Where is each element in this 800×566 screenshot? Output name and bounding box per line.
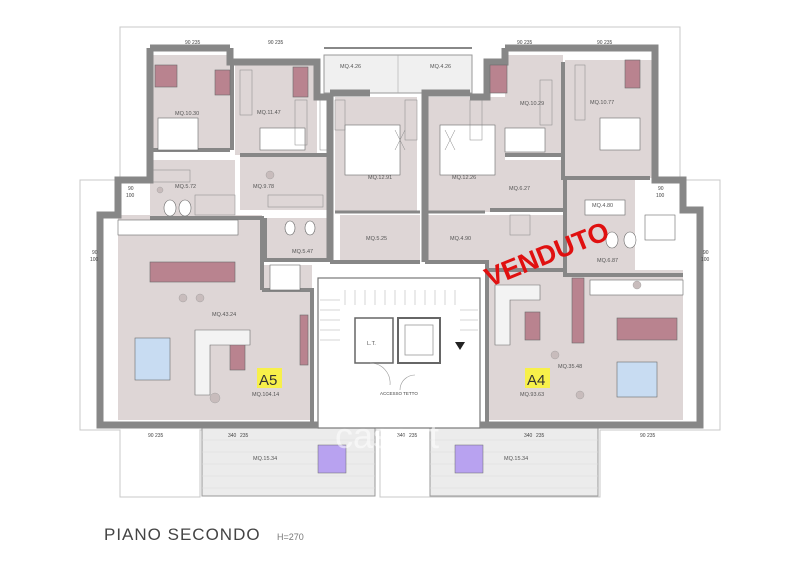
room-label-14: MQ.5.25: [366, 236, 387, 242]
room-label-17: MQ.43.24: [212, 312, 236, 318]
dim-top-3a: 90: [517, 40, 523, 46]
room-label-4: MQ.4.26: [430, 64, 451, 70]
dim-bottom-1a: 90: [148, 433, 154, 439]
floor-height-note: H=270: [277, 532, 304, 542]
apartment-a5-area: MQ.104.14: [252, 392, 279, 398]
dim-bottom-4b: 235: [536, 433, 545, 439]
dim-right-1b: 100: [656, 193, 665, 199]
dim-left-2a: 90: [92, 250, 98, 256]
room-label-3: MQ.4.26: [340, 64, 361, 70]
apartment-a4-area: MQ.93.63: [520, 392, 544, 398]
room-label-8: MQ.9.78: [253, 184, 274, 190]
room-label-10: MQ.12.26: [452, 175, 476, 181]
room-label-9: MQ.12.91: [368, 175, 392, 181]
dim-bottom-5b: 235: [647, 433, 656, 439]
dim-right-2a: 90: [703, 250, 709, 256]
room-label-1: MQ.10.30: [175, 111, 199, 117]
dim-left-2b: 100: [90, 257, 99, 263]
dim-right-2b: 100: [701, 257, 710, 263]
dim-top-1b: 235: [192, 40, 201, 46]
roof-access-label: ACCESSO TETTO: [380, 391, 418, 396]
dim-bottom-3b: 235: [409, 433, 418, 439]
dim-top-3b: 235: [524, 40, 533, 46]
room-label-18: MQ.35.48: [558, 364, 582, 370]
room-label-13: MQ.5.47: [292, 249, 313, 255]
dim-top-4a: 90: [597, 40, 603, 46]
apartment-a4-label: A4: [527, 372, 545, 389]
roof-outline: [79, 26, 721, 498]
room-label-2: MQ.11.47: [257, 110, 281, 116]
dim-left-1a: 90: [128, 186, 134, 192]
lift-technical-room: [354, 317, 394, 364]
dim-left-1b: 100: [126, 193, 135, 199]
dim-top-4b: 235: [604, 40, 613, 46]
room-label-5: MQ.10.29: [520, 101, 544, 107]
apartment-badge-a5: [257, 368, 282, 388]
dim-bottom-4a: 340: [524, 433, 533, 439]
stair-arrow-icon: [455, 342, 465, 350]
dim-right-1a: 90: [658, 186, 664, 192]
dim-bottom-5a: 90: [640, 433, 646, 439]
room-label-11: MQ.6.27: [509, 186, 530, 192]
room-label-16: MQ.6.87: [597, 258, 618, 264]
apartment-a5-label: A5: [259, 372, 277, 389]
floor-title: PIANO SECONDO: [104, 525, 261, 544]
room-label-19: MQ.15.34: [253, 456, 277, 462]
dim-bottom-2b: 235: [240, 433, 249, 439]
dim-bottom-2a: 340: [228, 433, 237, 439]
dim-top-2b: 235: [275, 40, 284, 46]
watermark: casa.it: [335, 415, 439, 456]
lift-room-label: L.T.: [367, 341, 376, 347]
apartment-badge-a4: [525, 368, 550, 388]
dim-top-1a: 90: [185, 40, 191, 46]
room-label-15: MQ.4.90: [450, 236, 471, 242]
room-label-12: MQ.4.80: [592, 203, 613, 209]
room-label-20: MQ.15.34: [504, 456, 528, 462]
dim-bottom-3a: 340: [397, 433, 406, 439]
room-label-7: MQ.5.72: [175, 184, 196, 190]
dim-bottom-1b: 235: [155, 433, 164, 439]
dim-top-2a: 90: [268, 40, 274, 46]
room-label-6: MQ.10.77: [590, 100, 614, 106]
